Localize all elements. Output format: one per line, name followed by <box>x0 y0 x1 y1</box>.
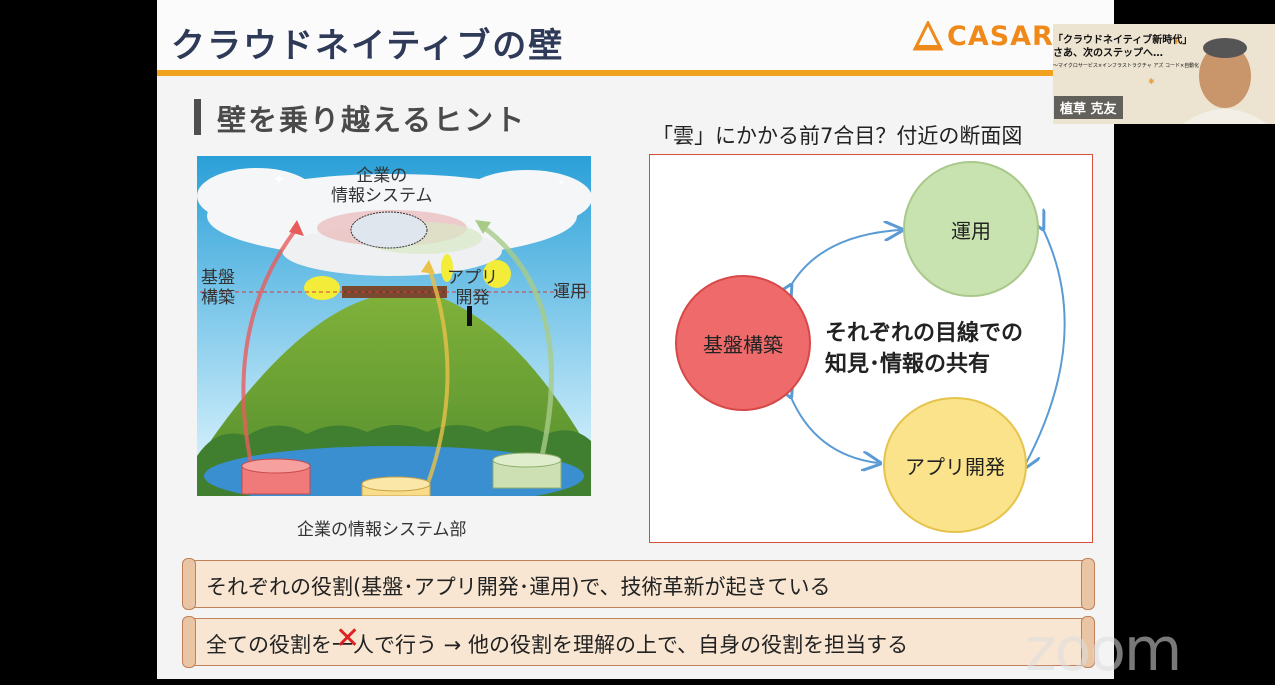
scroll-banner-2: 全ての役割を一人✕で行う → 他の役割を理解の上で、自身の役割を担当する <box>182 616 1095 668</box>
struck-word: 一人✕ <box>332 624 374 659</box>
info-system-dept-label: 企業の情報システム部 <box>297 520 467 540</box>
kiban-label-text: 基盤 構築 <box>201 268 235 308</box>
circle-app-dev: アプリ開発 <box>883 397 1027 533</box>
header-divider <box>157 70 1114 76</box>
info-system-label: 企業の 情報システム <box>331 166 433 206</box>
scroll-text-1: それぞれの役割(基盤･アプリ開発･運用)で、技術革新が起きている <box>206 575 831 599</box>
circle-kiban: 基盤構築 <box>675 275 811 411</box>
svg-text:✱: ✱ <box>1148 77 1155 86</box>
diagram-caption: 「雲」にかかる前7合目？付近の断面図 <box>652 124 1023 148</box>
webinar-banner: 「クラウドネイティブ新時代」 さあ、次のステップへ… ～マイクロサービス×インフ… <box>1053 34 1200 73</box>
scroll-banner-1: それぞれの役割(基盤･アプリ開発･運用)で、技術革新が起きている <box>182 558 1095 610</box>
zoom-watermark: zoom <box>1025 615 1182 685</box>
info-system-label-text: 企業の 情報システム <box>331 166 433 206</box>
presentation-slide: クラウドネイティブの壁 CASARE 壁を乗り越えるヒント <box>157 0 1114 679</box>
unyo-label: 運用 <box>553 282 587 302</box>
svg-text:✦: ✦ <box>273 172 285 188</box>
svg-text:✱: ✱ <box>1173 37 1180 46</box>
knowledge-share-text: それぞれの目線での 知見･情報の共有 <box>825 318 1023 380</box>
logo-text: CASARE <box>947 20 1074 52</box>
banner-line-2: さあ、次のステップへ… <box>1053 48 1163 59</box>
cross-mark-icon: ✕ <box>335 621 361 656</box>
subheading: 壁を乗り越えるヒント <box>217 103 527 137</box>
share-line-1: それぞれの目線での <box>825 321 1024 346</box>
speaker-video-thumbnail[interactable]: ✱ ✱ 「クラウドネイティブ新時代」 さあ、次のステップへ… ～マイクロサービス… <box>1053 24 1275 124</box>
scroll-roll-right <box>1081 558 1095 610</box>
scroll-text-2-pre: 全ての役割を <box>206 633 332 657</box>
scroll-text-2-post: で行う → 他の役割を理解の上で、自身の役割を担当する <box>374 633 909 657</box>
scroll-text-2: 全ての役割を一人✕で行う → 他の役割を理解の上で、自身の役割を担当する <box>206 624 909 659</box>
slide-header: クラウドネイティブの壁 CASARE <box>157 0 1114 72</box>
banner-line-1: 「クラウドネイティブ新時代」 <box>1053 35 1193 46</box>
subheading-bar <box>194 99 201 135</box>
share-line-2: 知見･情報の共有 <box>825 352 991 377</box>
app-label-text: アプリ 開発 <box>447 268 498 308</box>
circle-unyo: 運用 <box>903 161 1039 297</box>
participant-name: 植草 克友 <box>1054 96 1123 119</box>
diagram-arrows <box>650 155 1066 542</box>
banner-line-3: ～マイクロサービス×インフラストラクチャ アズ コード×自動化 <box>1053 63 1200 69</box>
slide-title: クラウドネイティブの壁 <box>171 26 565 66</box>
scroll-roll-right <box>1081 616 1095 668</box>
app-label: アプリ 開発 <box>447 268 498 308</box>
casare-logo-icon <box>913 21 943 51</box>
scroll-roll-left <box>182 616 196 668</box>
mountain-illustration: ✦ ✦ <box>157 156 597 540</box>
kiban-label: 基盤 構築 <box>201 268 235 308</box>
casare-logo: CASARE <box>913 18 1073 54</box>
cross-section-diagram: 運用 基盤構築 アプリ開発 それぞれの目線での 知見･情報の共有 <box>649 154 1093 543</box>
struck-word-text: 一人 <box>332 633 374 657</box>
svg-text:✦: ✦ <box>557 178 565 189</box>
mountain-illustration-art: ✦ ✦ <box>157 156 597 506</box>
scroll-roll-left <box>182 558 196 610</box>
